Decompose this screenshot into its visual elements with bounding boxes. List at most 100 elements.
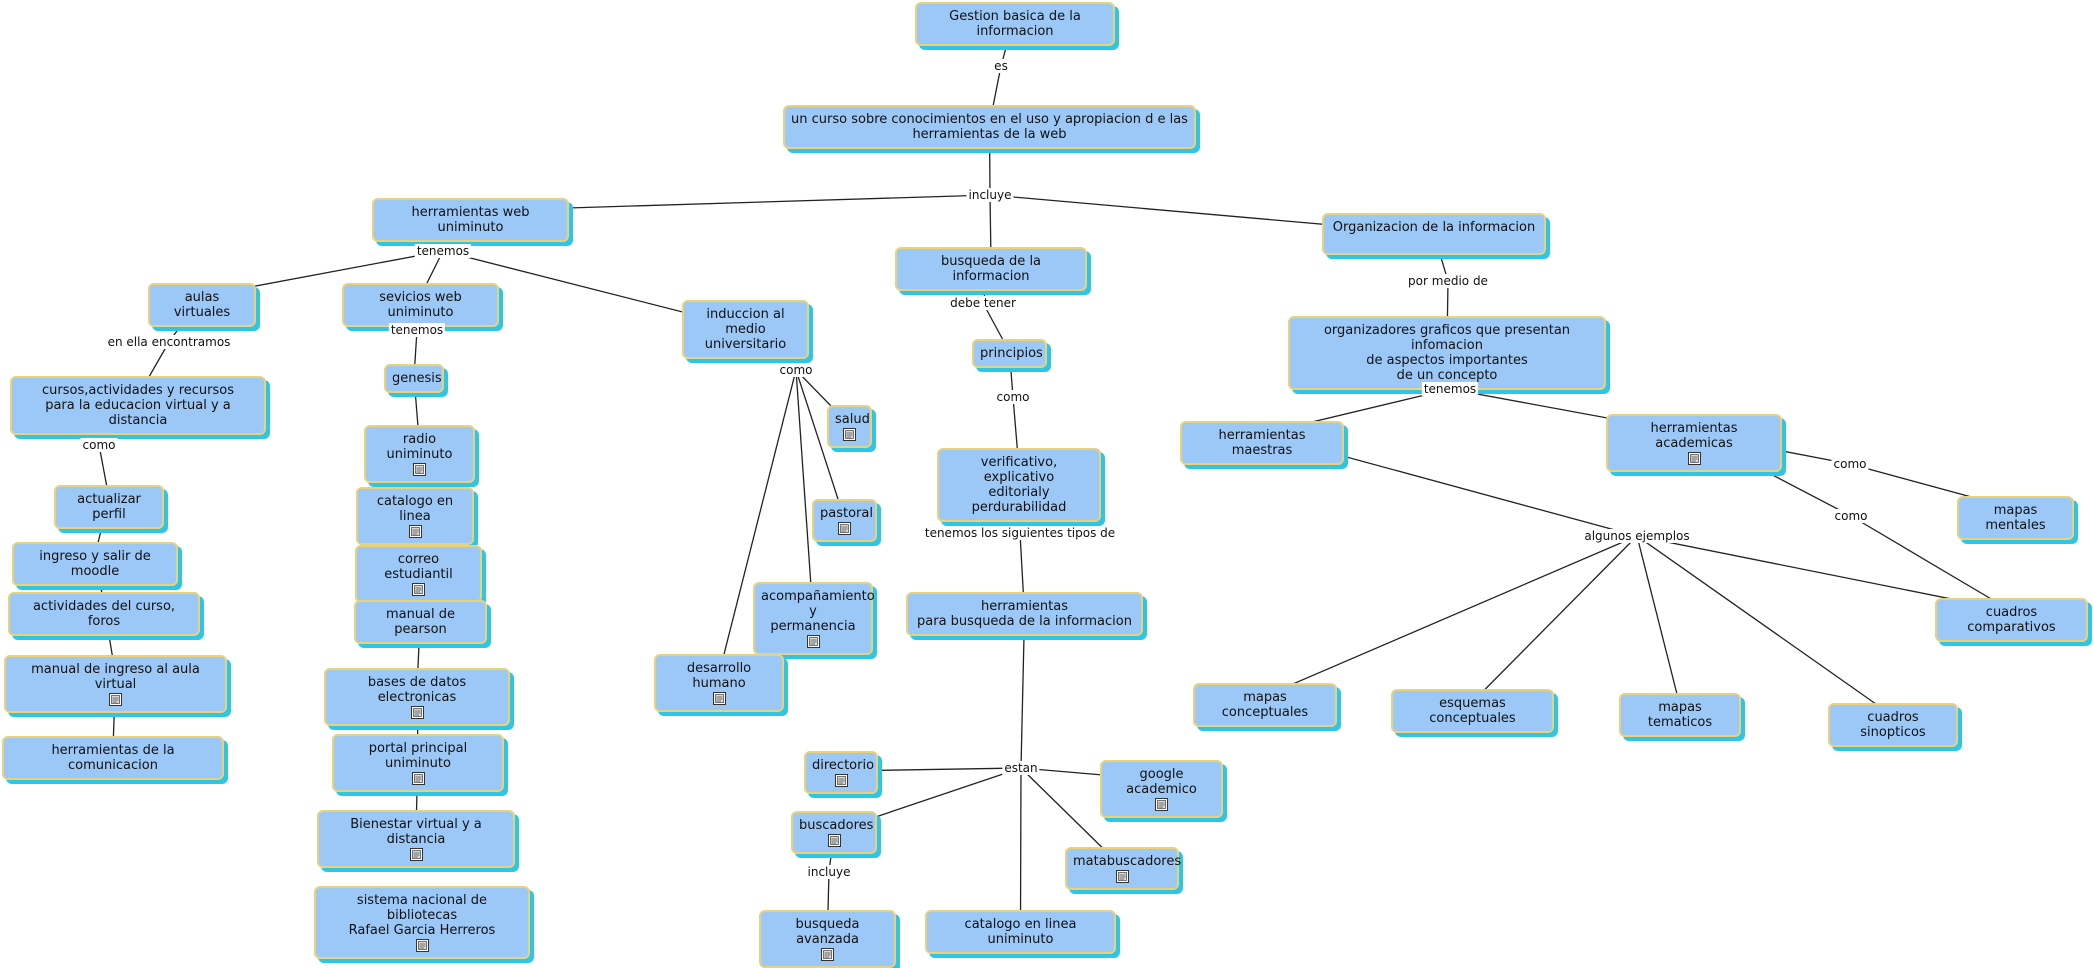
- attached-document-icon[interactable]: [408, 525, 422, 538]
- link-label-pormedio: por medio de: [1406, 274, 1490, 288]
- concept-node-pearson[interactable]: manual de pearson: [354, 600, 487, 644]
- concept-node-text: pastoral: [820, 506, 873, 521]
- attached-document-icon[interactable]: [834, 774, 848, 787]
- concept-node-text: herramientas de la comunicacion: [51, 743, 175, 773]
- concept-node-text: busqueda de la informacion: [940, 254, 1042, 284]
- connector-n_herrb-l_estan: [1020, 613, 1026, 769]
- concept-node-mment[interactable]: mapas mentales: [1957, 496, 2074, 540]
- concept-node-text: manual de ingreso al aula virtual: [31, 662, 200, 692]
- concept-node-act[interactable]: actualizar perfil: [54, 485, 164, 529]
- concept-node-text: matabuscadores: [1073, 854, 1182, 869]
- concept-node-cuadc[interactable]: cuadros comparativos: [1935, 598, 2088, 642]
- concept-node-text: Organizacion de la informacion: [1332, 220, 1536, 235]
- attached-document-icon[interactable]: [109, 693, 122, 706]
- concept-node-mconc[interactable]: mapas conceptuales: [1193, 683, 1337, 727]
- concept-node-catu[interactable]: catalogo en linea uniminuto: [925, 910, 1116, 954]
- concept-node-text: Bienestar virtual y a distancia: [350, 817, 482, 847]
- attached-document-icon[interactable]: [1687, 452, 1701, 465]
- link-label-debe: debe tener: [948, 296, 1018, 310]
- concept-node-manual[interactable]: manual de ingreso al aula virtual: [4, 655, 227, 713]
- concept-node-text: induccion al medio universitario: [704, 307, 787, 352]
- concept-node-text: principios: [980, 346, 1043, 361]
- attached-document-icon[interactable]: [838, 522, 851, 535]
- concept-node-bases[interactable]: bases de datos electronicas: [324, 668, 510, 726]
- concept-node-text: Gestion basica de la informacion: [949, 9, 1081, 39]
- attached-document-icon[interactable]: [821, 948, 834, 961]
- attached-document-icon[interactable]: [409, 848, 423, 861]
- concept-node-correo[interactable]: correo estudiantil: [355, 545, 482, 603]
- concept-node-bien[interactable]: Bienestar virtual y a distancia: [317, 810, 515, 868]
- concept-node-hmaes[interactable]: herramientas maestras: [1180, 421, 1344, 465]
- concept-node-text: mapas conceptuales: [1221, 690, 1309, 720]
- concept-node-text: manual de pearson: [385, 607, 456, 637]
- concept-node-cuads[interactable]: cuadros sinopticos: [1828, 703, 1958, 747]
- concept-node-hweb[interactable]: herramientas web uniminuto: [372, 198, 569, 242]
- concept-node-hacad[interactable]: herramientas academicas: [1606, 414, 1782, 472]
- attached-document-icon[interactable]: [712, 692, 726, 705]
- concept-node-activ[interactable]: actividades del curso, foros: [8, 592, 200, 636]
- connector-l_algunos-n_mtem: [1636, 535, 1681, 707]
- concept-node-text: aulas virtuales: [173, 290, 231, 320]
- concept-node-princ[interactable]: principios: [972, 339, 1047, 368]
- attached-document-icon[interactable]: [410, 706, 424, 719]
- concept-node-text: genesis: [392, 371, 442, 386]
- attached-document-icon[interactable]: [413, 463, 426, 476]
- concept-node-sist[interactable]: sistema nacional de bibliotecas Rafael G…: [314, 886, 530, 959]
- concept-node-text: correo estudiantil: [384, 552, 453, 582]
- concept-node-text: radio uniminuto: [386, 432, 453, 462]
- concept-node-cursos[interactable]: cursos,actividades y recursos para la ed…: [10, 376, 266, 435]
- link-label-tenemos2: tenemos: [388, 323, 446, 337]
- concept-node-text: catalogo en linea: [376, 494, 454, 524]
- concept-node-text: sevicios web uniminuto: [379, 290, 462, 320]
- concept-node-portal[interactable]: portal principal uniminuto: [332, 734, 504, 792]
- concept-node-mtem[interactable]: mapas tematicos: [1619, 693, 1741, 737]
- concept-node-desa[interactable]: desarrollo humano: [654, 654, 784, 712]
- connector-l_algunos-n_mconc: [1264, 535, 1638, 697]
- concept-node-org[interactable]: Organizacion de la informacion: [1322, 213, 1546, 255]
- concept-node-gen[interactable]: genesis: [384, 364, 444, 393]
- attached-document-icon[interactable]: [411, 772, 425, 785]
- concept-node-acomp[interactable]: acompañamiento y permanencia: [753, 582, 875, 655]
- concept-node-orgg[interactable]: organizadores graficos que presentan inf…: [1288, 316, 1606, 390]
- concept-node-text: herramientas maestras: [1218, 428, 1306, 458]
- concept-node-cat[interactable]: catalogo en linea: [356, 487, 474, 545]
- link-label-como5: como: [1832, 509, 1870, 523]
- concept-node-meta[interactable]: matabuscadores: [1065, 847, 1182, 890]
- concept-node-ingreso[interactable]: ingreso y salir de moodle: [12, 542, 178, 586]
- concept-node-text: buscadores: [799, 818, 874, 833]
- concept-node-dir[interactable]: directorio: [804, 751, 878, 794]
- attached-document-icon[interactable]: [843, 428, 856, 441]
- concept-node-text: portal principal uniminuto: [368, 741, 468, 771]
- concept-node-text: actividades del curso, foros: [32, 599, 176, 629]
- concept-node-salud[interactable]: salud: [827, 405, 872, 448]
- connector-l_estan-n_catu: [1019, 767, 1022, 924]
- attached-document-icon[interactable]: [827, 834, 841, 847]
- link-label-como1: como: [80, 438, 118, 452]
- concept-node-aulas[interactable]: aulas virtuales: [148, 283, 256, 327]
- attached-document-icon[interactable]: [412, 583, 425, 596]
- concept-node-serv[interactable]: sevicios web uniminuto: [342, 283, 499, 327]
- concept-node-curso[interactable]: un curso sobre conocimientos en el uso y…: [783, 105, 1196, 149]
- attached-document-icon[interactable]: [1115, 870, 1129, 883]
- link-label-tenemos3: tenemos los siguientes tipos de: [922, 526, 1118, 540]
- attached-document-icon[interactable]: [1155, 798, 1168, 811]
- concept-node-busav[interactable]: busqueda avanzada: [759, 910, 896, 968]
- concept-node-busq[interactable]: busqueda de la informacion: [895, 247, 1087, 291]
- concept-node-google[interactable]: google academico: [1100, 760, 1223, 818]
- concept-node-past[interactable]: pastoral: [812, 499, 877, 542]
- link-label-como4: como: [1831, 457, 1869, 471]
- concept-node-induc[interactable]: induccion al medio universitario: [682, 300, 809, 359]
- attached-document-icon[interactable]: [415, 939, 429, 952]
- concept-node-radio[interactable]: radio uniminuto: [364, 425, 475, 483]
- concept-node-buscad[interactable]: buscadores: [791, 811, 877, 854]
- concept-node-esq[interactable]: esquemas conceptuales: [1391, 689, 1554, 733]
- concept-node-text: cuadros sinopticos: [1860, 710, 1926, 740]
- connector-l_algunos-n_esq: [1472, 535, 1638, 703]
- concept-node-verif[interactable]: verificativo, explicativo editorialy per…: [937, 448, 1101, 522]
- concept-node-herrb[interactable]: herramientas para busqueda de la informa…: [906, 592, 1143, 636]
- connector-l_como2-n_past: [795, 369, 846, 520]
- attached-document-icon[interactable]: [806, 635, 820, 648]
- concept-node-text: sistema nacional de bibliotecas Rafael G…: [348, 893, 496, 938]
- concept-node-hcom[interactable]: herramientas de la comunicacion: [2, 736, 224, 780]
- concept-node-root[interactable]: Gestion basica de la informacion: [915, 2, 1115, 46]
